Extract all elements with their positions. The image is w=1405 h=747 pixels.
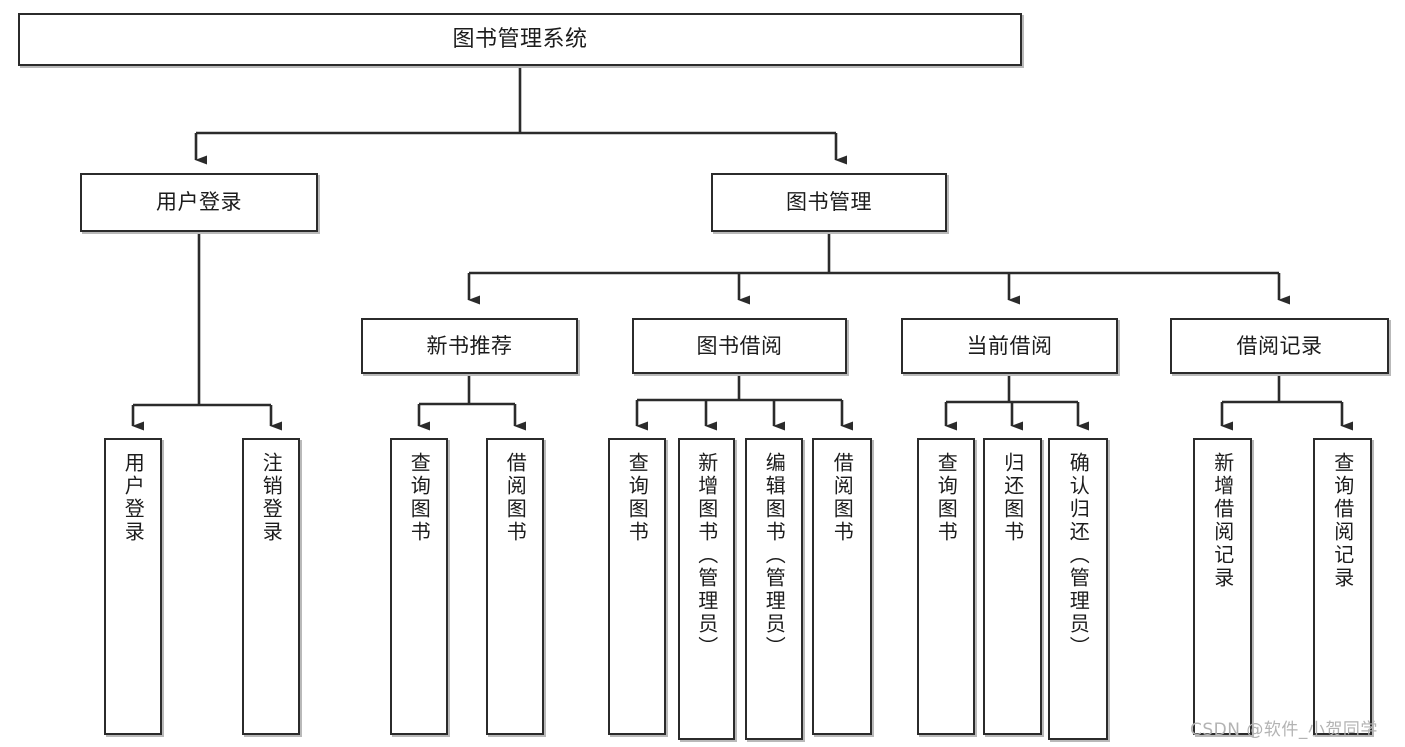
leaf-edit-book-admin[interactable]: 编辑图书（管理员）	[745, 438, 803, 740]
leaf-query-borrow-record[interactable]: 查询借阅记录	[1313, 438, 1372, 735]
leaf-add-borrow-record-label: 新增借阅记录	[1210, 452, 1235, 590]
leaf-borrow-book[interactable]: 借阅图书	[812, 438, 872, 735]
node-book-borrow[interactable]: 图书借阅	[632, 318, 847, 374]
node-book-borrow-label: 图书借阅	[696, 333, 783, 358]
leaf-logout-label: 注销登录	[259, 452, 284, 544]
leaf-borrow-book-label: 借阅图书	[830, 452, 855, 544]
node-user-login-label: 用户登录	[156, 190, 242, 215]
leaf-user-login[interactable]: 用户登录	[104, 438, 162, 735]
leaf-query-book-borrow[interactable]: 查询图书	[608, 438, 666, 735]
leaf-query-borrow-record-label: 查询借阅记录	[1330, 452, 1355, 590]
node-book-management[interactable]: 图书管理	[711, 173, 947, 232]
leaf-logout[interactable]: 注销登录	[242, 438, 300, 735]
leaf-return-book-label: 归还图书	[1000, 452, 1025, 544]
leaf-query-book-borrow-label: 查询图书	[625, 452, 650, 544]
node-new-book-recommend[interactable]: 新书推荐	[361, 318, 578, 374]
leaf-return-book[interactable]: 归还图书	[983, 438, 1042, 735]
leaf-query-book-recommend[interactable]: 查询图书	[390, 438, 448, 735]
csdn-watermark: CSDN @软件_小贺同学	[1190, 720, 1378, 740]
leaf-borrow-book-recommend-label: 借阅图书	[503, 452, 528, 544]
leaf-add-book-admin-label: 新增图书（管理员）	[694, 452, 719, 659]
leaf-query-book-recommend-label: 查询图书	[407, 452, 432, 544]
node-current-borrow-label: 当前借阅	[966, 333, 1053, 358]
node-borrow-record-label: 借阅记录	[1236, 333, 1323, 358]
leaf-confirm-return-admin-label: 确认归还（管理员）	[1066, 452, 1091, 659]
node-root-label: 图书管理系统	[452, 26, 588, 52]
leaf-query-book-current-label: 查询图书	[934, 452, 959, 544]
leaf-borrow-book-recommend[interactable]: 借阅图书	[486, 438, 544, 735]
leaf-add-book-admin[interactable]: 新增图书（管理员）	[678, 438, 735, 740]
node-new-book-recommend-label: 新书推荐	[426, 333, 513, 358]
node-book-management-label: 图书管理	[786, 190, 872, 215]
leaf-user-login-label: 用户登录	[121, 452, 146, 544]
node-user-login[interactable]: 用户登录	[80, 173, 318, 232]
leaf-add-borrow-record[interactable]: 新增借阅记录	[1193, 438, 1252, 735]
leaf-edit-book-admin-label: 编辑图书（管理员）	[762, 452, 787, 659]
node-borrow-record[interactable]: 借阅记录	[1170, 318, 1389, 374]
leaf-query-book-current[interactable]: 查询图书	[917, 438, 975, 735]
node-root[interactable]: 图书管理系统	[18, 13, 1022, 66]
node-current-borrow[interactable]: 当前借阅	[901, 318, 1118, 374]
leaf-confirm-return-admin[interactable]: 确认归还（管理员）	[1048, 438, 1108, 740]
